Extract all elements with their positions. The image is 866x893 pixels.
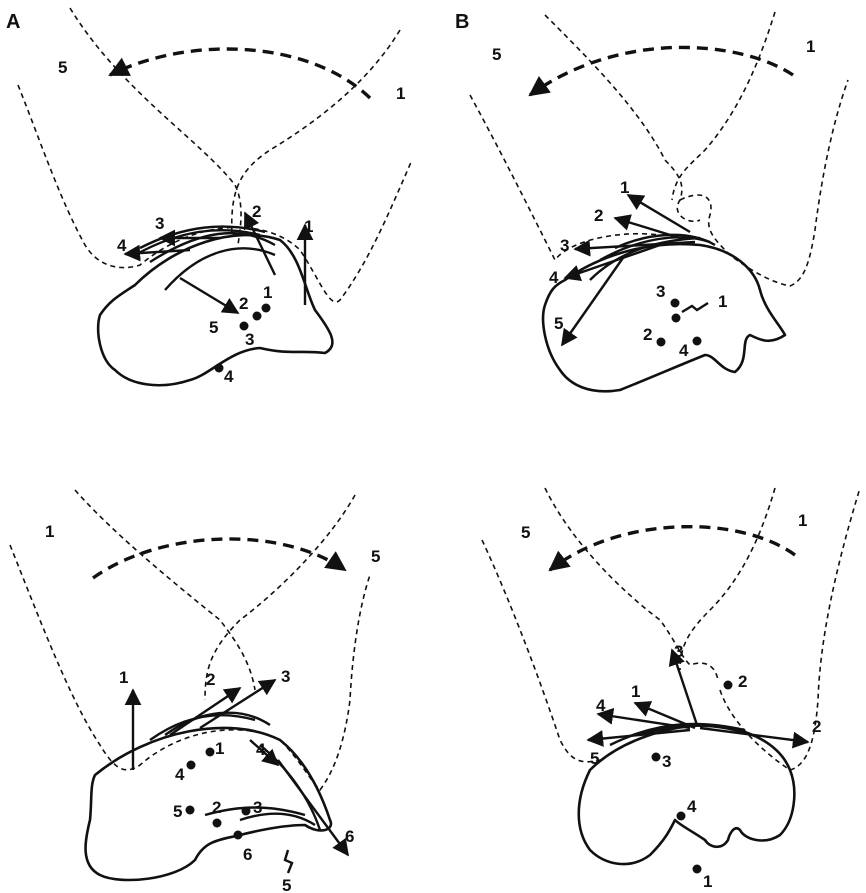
vector-label-b-top-3: 3: [560, 236, 569, 255]
point-b-bottom-4: [677, 812, 686, 821]
point-a-bottom-5: [186, 806, 195, 815]
vector-label-b-bottom-5: 5: [590, 749, 599, 768]
panel-b-bottom: 5 1 1 2 3 4 5 1 2 3 4: [482, 488, 860, 891]
point-a-bottom-4: [187, 761, 196, 770]
vector-label-a-bottom-3: 3: [281, 667, 290, 686]
point-label-a-top-2: 2: [239, 294, 248, 313]
point-label-a-bottom-5: 5: [173, 802, 182, 821]
point-b-bottom-3: [652, 753, 661, 762]
point-label-b-top-2: 2: [643, 325, 652, 344]
vector-label-b-top-1: 1: [620, 178, 629, 197]
vector-b-bottom-2: [700, 728, 808, 742]
vector-label-a-top-4: 4: [117, 236, 127, 255]
point-b-top-1: [672, 314, 681, 323]
arc-label-b-bottom-5: 5: [521, 523, 530, 542]
vector-label-a-bottom-5: 5: [282, 876, 291, 893]
vector-label-a-bottom-1: 1: [119, 668, 128, 687]
point-label-a-top-4: 4: [224, 367, 234, 386]
point-label-b-top-4: 4: [679, 341, 689, 360]
vector-a-top-2: [245, 213, 275, 275]
point-b-top-2: [657, 338, 666, 347]
point-label-a-bottom-3: 3: [253, 798, 262, 817]
point-b-top-4: [693, 337, 702, 346]
vector-label-a-bottom-2: 2: [206, 670, 215, 689]
panel-a-top: 5 1 1 2 3 4 5 1 2 3 4: [18, 8, 412, 386]
point-a-top-2: [253, 312, 262, 321]
point-label-a-bottom-6: 6: [243, 845, 252, 864]
panel-a-bottom: 1 5 1 2 3 4 5 6 1 2 3 4 5 6: [10, 490, 380, 893]
arc-label-a-top-1: 1: [396, 84, 405, 103]
point-a-bottom-3: [242, 807, 251, 816]
vector-label-b-top-5: 5: [554, 314, 563, 333]
panel-label-a: A: [6, 11, 20, 33]
point-label-a-bottom-1: 1: [215, 739, 224, 758]
point-b-top-3: [671, 299, 680, 308]
point-b-bottom-2: [724, 681, 733, 690]
vector-a-top-5: [180, 278, 238, 313]
vector-label-a-bottom-6: 6: [345, 827, 354, 846]
point-a-top-1: [262, 304, 271, 313]
vector-label-b-bottom-4: 4: [596, 696, 606, 715]
vector-b-bottom-3: [672, 650, 697, 725]
arc-label-b-top-5: 5: [492, 45, 501, 64]
arc-label-b-bottom-1: 1: [798, 511, 807, 530]
arc-label-b-top-1: 1: [806, 37, 815, 56]
point-label-b-top-1: 1: [718, 292, 727, 311]
panel-b-top: 5 1 1 2 3 4 5 1 2 3 4: [470, 12, 848, 391]
point-label-b-bottom-4: 4: [687, 797, 697, 816]
vector-label-b-top-2: 2: [594, 206, 603, 225]
panel-label-b: B: [455, 11, 469, 33]
vector-label-b-bottom-2: 2: [812, 717, 821, 736]
vector-label-b-top-4: 4: [549, 268, 559, 287]
vector-label-a-bottom-4: 4: [256, 740, 266, 759]
point-label-b-bottom-3: 3: [662, 752, 671, 771]
vector-label-a-top-1: 1: [304, 217, 313, 236]
vector-b-top-1: [628, 195, 690, 232]
vector-label-a-top-3: 3: [155, 214, 164, 233]
vector-label-b-bottom-1: 1: [631, 682, 640, 701]
point-a-bottom-6: [234, 831, 243, 840]
point-label-a-bottom-4: 4: [175, 765, 185, 784]
point-label-a-top-1: 1: [263, 283, 272, 302]
point-b-bottom-1: [693, 865, 702, 874]
point-a-bottom-1: [206, 748, 215, 757]
vector-label-a-top-2: 2: [252, 202, 261, 221]
arc-label-a-top-5: 5: [58, 58, 67, 77]
point-label-a-bottom-2: 2: [212, 798, 221, 817]
point-label-b-top-3: 3: [656, 282, 665, 301]
point-a-bottom-2: [213, 819, 222, 828]
vector-a-bottom-6: [278, 760, 348, 855]
point-a-top-4: [215, 364, 224, 373]
vector-label-a-top-5: 5: [209, 318, 218, 337]
vector-label-b-bottom-3: 3: [674, 642, 683, 661]
point-label-b-bottom-2: 2: [738, 672, 747, 691]
point-label-b-bottom-1: 1: [703, 872, 712, 891]
point-label-a-top-3: 3: [245, 330, 254, 349]
arc-label-a-bottom-5: 5: [371, 547, 380, 566]
arc-label-a-bottom-1: 1: [45, 522, 54, 541]
